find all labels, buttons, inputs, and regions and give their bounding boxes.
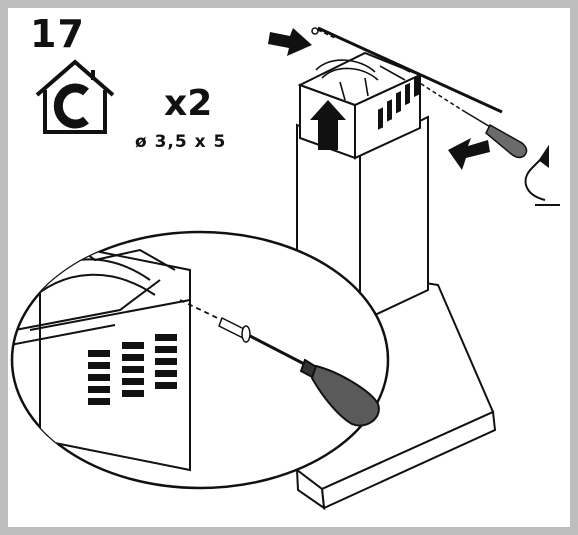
mounting-bracket xyxy=(315,57,411,101)
step-number: 17 xyxy=(30,12,85,56)
rotate-arrow-icon xyxy=(524,144,560,206)
screwdriver-icon xyxy=(461,109,528,159)
screwdriver-icon xyxy=(249,334,380,427)
house-c-icon xyxy=(35,59,115,134)
up-arrow-icon xyxy=(310,100,346,150)
push-arrow-icon xyxy=(448,138,490,170)
zoom-detail xyxy=(10,230,390,490)
push-arrow-icon xyxy=(268,28,312,56)
screw-size: ø 3,5 x 5 xyxy=(135,132,227,152)
screw-icon xyxy=(311,27,319,35)
screw-quantity: x2 xyxy=(164,83,213,124)
ceiling-line xyxy=(317,26,503,114)
screw-icon xyxy=(218,316,251,343)
